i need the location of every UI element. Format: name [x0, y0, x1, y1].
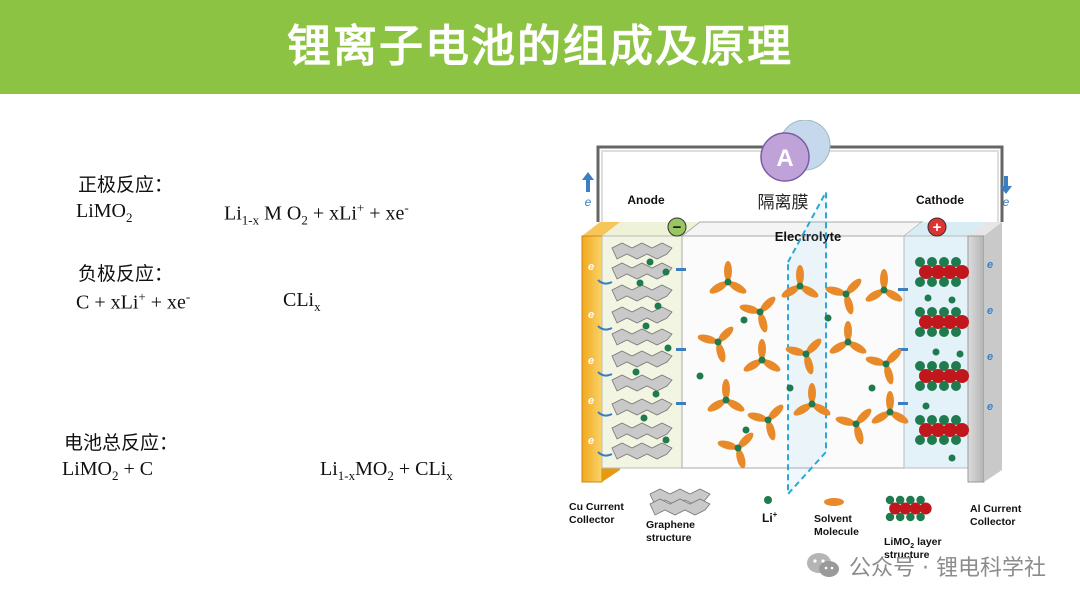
svg-text:e: e [588, 261, 594, 273]
battery-diagram: A e e Anode Cathode 隔离膜 Electrolyte − + [569, 120, 1022, 560]
svg-text:e: e [1003, 195, 1010, 209]
svg-text:A: A [776, 145, 793, 172]
svg-text:e: e [588, 355, 594, 367]
total-reaction-left: LiMO2 + C [62, 458, 154, 483]
cathode-reaction-label: 正极反应： [78, 174, 174, 196]
svg-text:Al Current: Al Current [970, 503, 1022, 515]
title-banner [0, 0, 1080, 94]
svg-text:e: e [588, 309, 594, 321]
svg-text:e: e [588, 435, 594, 447]
total-reaction-label: 电池总反应： [64, 432, 179, 454]
svg-text:Collector: Collector [569, 514, 615, 526]
svg-text:Cu Current: Cu Current [569, 501, 624, 513]
svg-text:e: e [987, 305, 993, 317]
svg-text:e: e [987, 351, 993, 363]
svg-text:e: e [588, 395, 594, 407]
svg-text:隔离膜: 隔离膜 [758, 193, 809, 212]
cathode-reaction-left: LiMO2 [76, 200, 133, 225]
svg-text:Graphene: Graphene [646, 519, 695, 531]
wechat-icon [807, 553, 840, 577]
svg-text:Electrolyte: Electrolyte [775, 229, 841, 244]
svg-text:LiMO2 layer: LiMO2 layer [884, 536, 942, 550]
svg-text:−: − [673, 219, 682, 236]
svg-text:Li+: Li+ [762, 510, 778, 525]
total-reaction-right: Li1-xMO2 + CLix [320, 458, 453, 483]
anode-reaction-right: CLix [283, 289, 321, 314]
ammeter [760, 132, 810, 182]
svg-text:Collector: Collector [970, 516, 1016, 528]
watermark-text: 公众号 · 锂电科学社 [849, 556, 1046, 581]
svg-text:structure: structure [884, 549, 930, 560]
svg-text:e: e [987, 401, 993, 413]
svg-text:e: e [987, 259, 993, 271]
svg-text:+: + [933, 219, 942, 236]
anode-reaction-left: C + xLi+ + xe- [76, 289, 191, 314]
svg-text:e: e [585, 195, 592, 209]
svg-text:Molecule: Molecule [814, 526, 859, 538]
svg-text:Solvent: Solvent [814, 513, 852, 525]
page-title: 锂离子电池的组成及原理 [287, 21, 793, 72]
cathode-reaction-right: Li1-x M O2 + xLi+ + xe- [224, 200, 409, 228]
anode-reaction-label: 负极反应： [78, 263, 174, 285]
svg-text:Cathode: Cathode [916, 193, 964, 207]
svg-text:Anode: Anode [627, 193, 665, 207]
svg-text:structure: structure [646, 532, 692, 544]
watermark: 公众号 · 锂电科学社 [805, 548, 1046, 584]
